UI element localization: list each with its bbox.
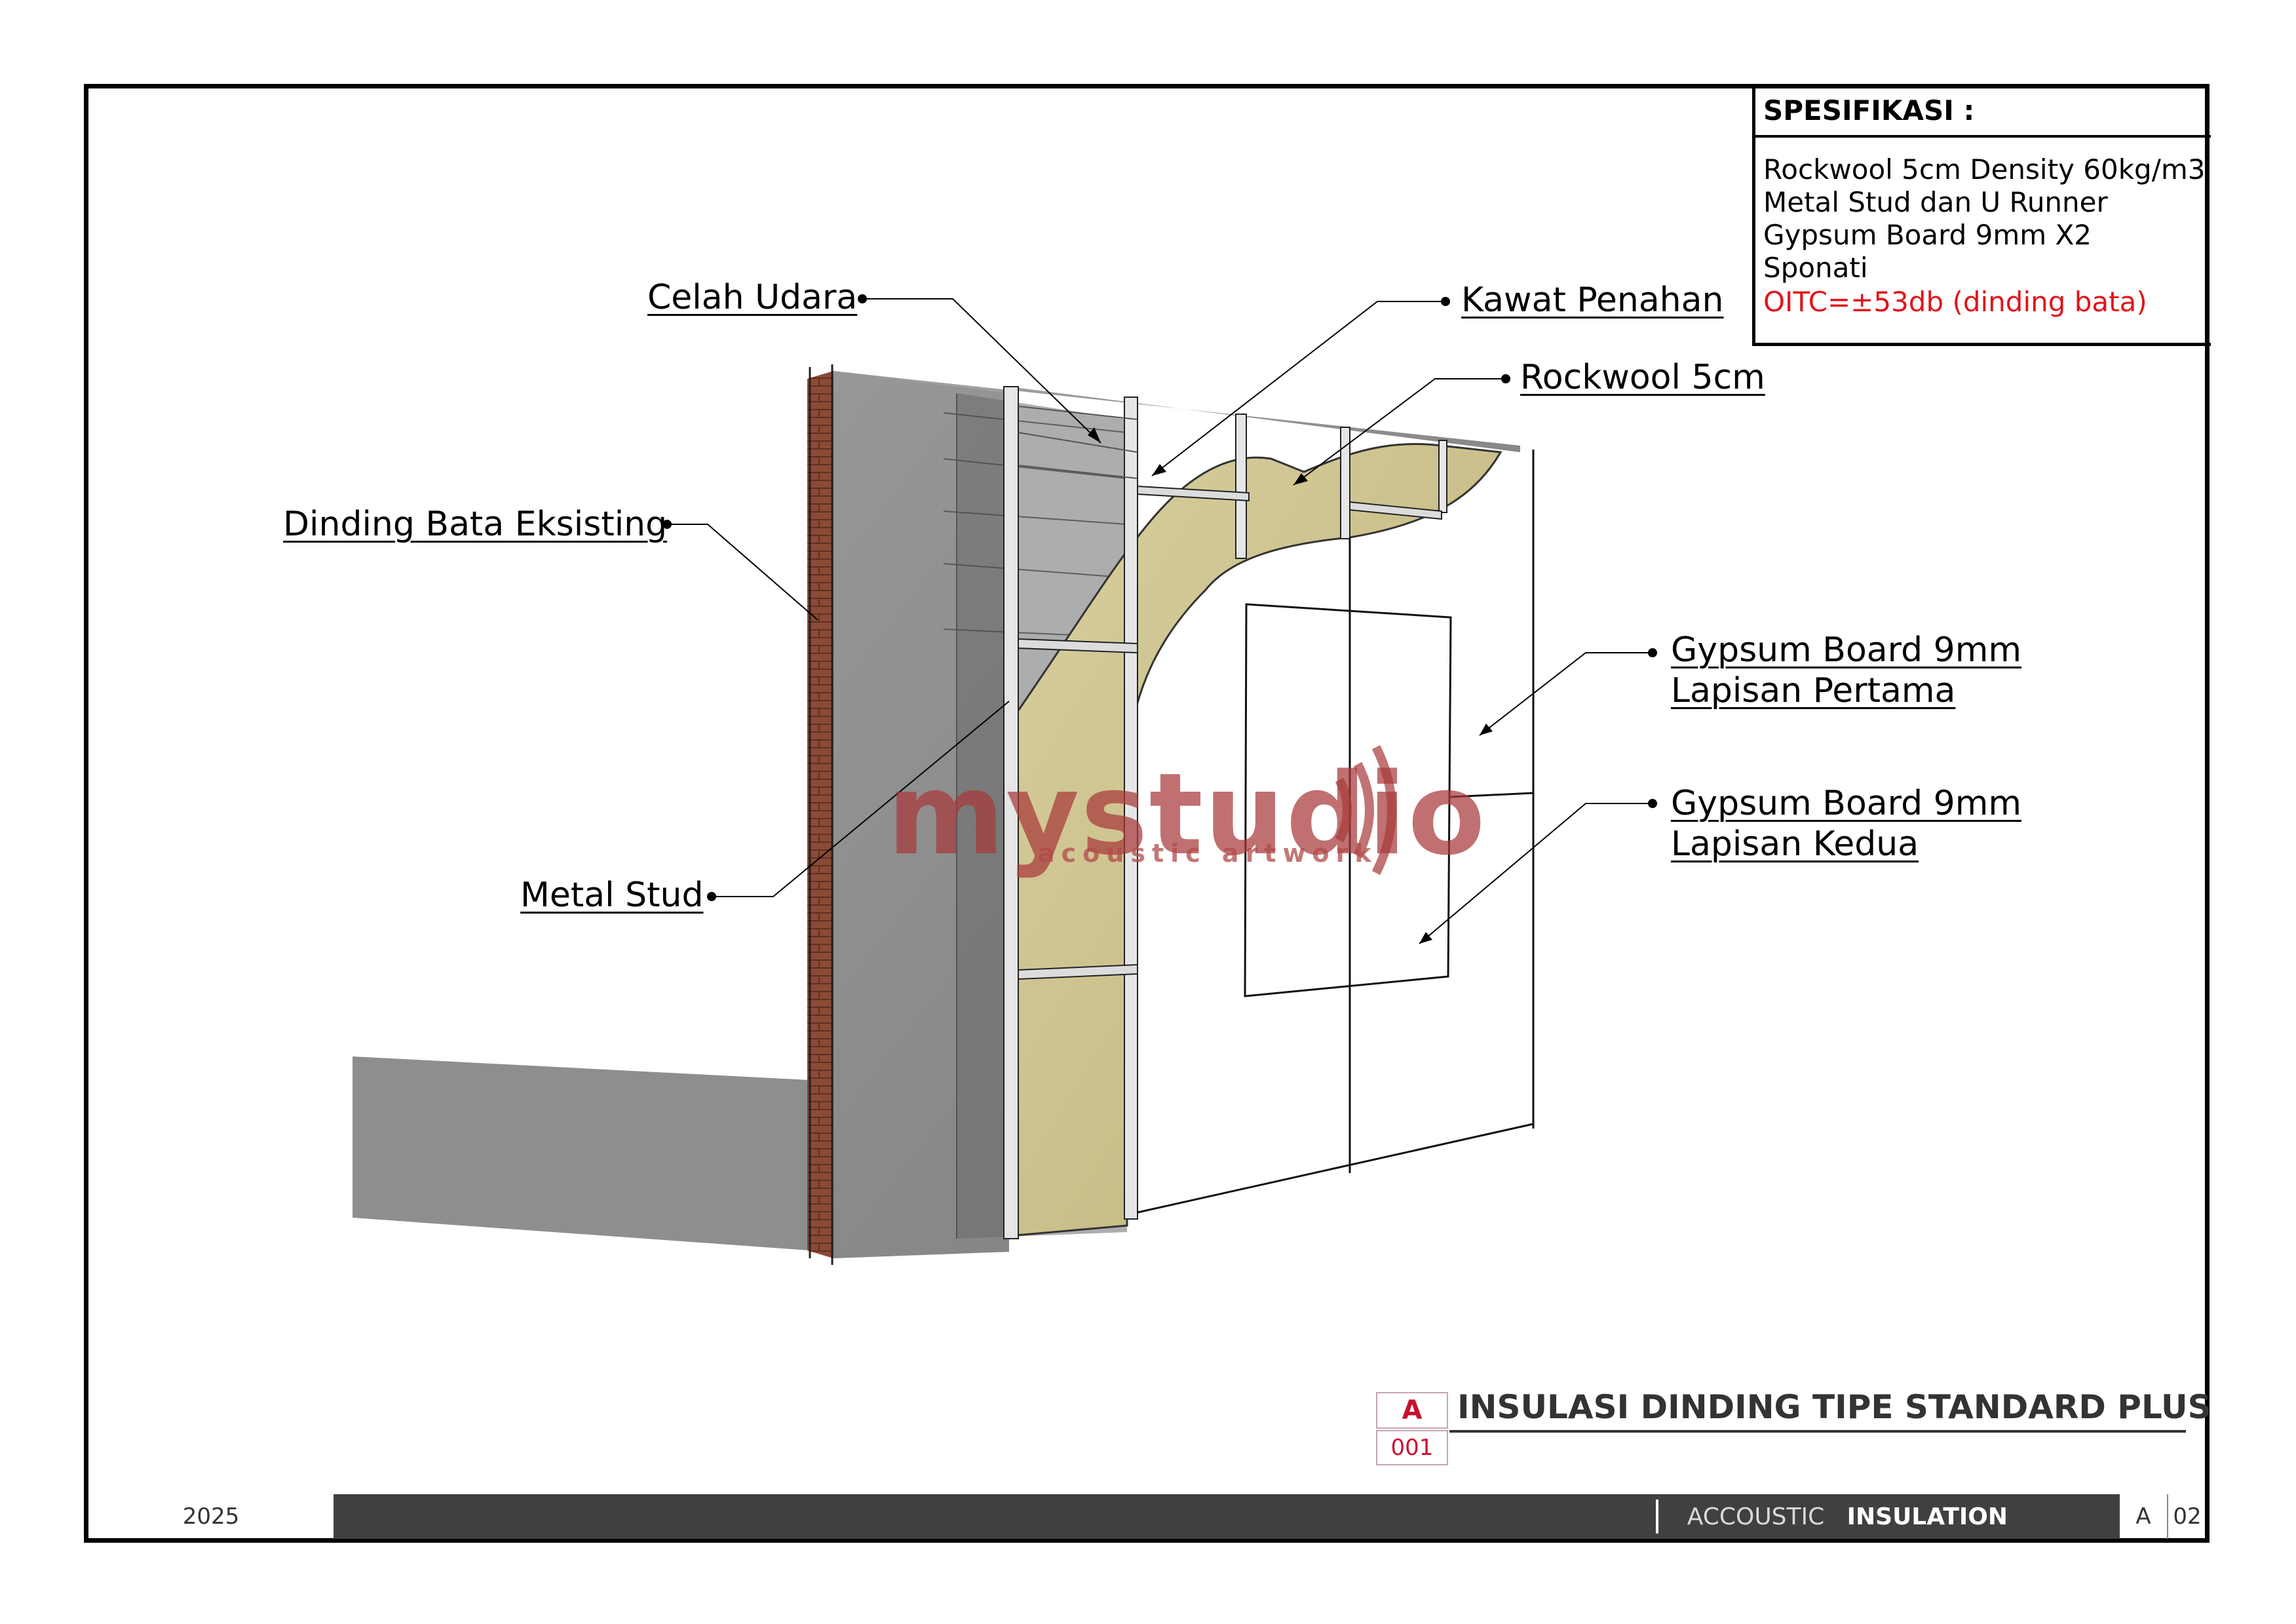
footer-separator: [1656, 1499, 1658, 1534]
specification-title: SPESIFIKASI :: [1763, 94, 1975, 126]
footer-sheet-number: 02: [2173, 1503, 2202, 1530]
specification-header: SPESIFIKASI :: [1755, 85, 2211, 138]
label-gypsum-second-1: Gypsum Board 9mm: [1671, 784, 2022, 823]
section-letter-cell: A: [1376, 1392, 1448, 1429]
drawing-number-cell: 001: [1376, 1430, 1448, 1465]
brick-wall: [807, 371, 833, 1258]
footer-category-text: ACCOUSTIC: [1687, 1503, 1825, 1530]
label-gypsum-first-1: Gypsum Board 9mm: [1671, 630, 2022, 670]
section-letter: A: [1402, 1395, 1423, 1425]
watermark-tagline: acoustic artwork: [1038, 839, 1378, 868]
drawing-title: INSULASI DINDING TIPE STANDARD PLUS: [1457, 1388, 2211, 1426]
drawing-frame: [84, 84, 2210, 1543]
footer-bar: [334, 1494, 2120, 1539]
spec-line-rating: OITC=±53db (dinding bata): [1763, 286, 2147, 318]
footer-year: 2025: [182, 1503, 240, 1530]
label-brick-wall: Dinding Bata Eksisting: [283, 505, 668, 544]
spec-line-rockwool: Rockwool 5cm Density 60kg/m3: [1763, 153, 2206, 185]
label-gypsum-first-2: Lapisan Pertama: [1671, 671, 1956, 710]
footer-subcategory: INSULATION: [1846, 1503, 2008, 1530]
spec-line-stud: Metal Stud dan U Runner: [1763, 186, 2108, 218]
drawing-number: 001: [1390, 1435, 1434, 1461]
footer-category: ACCOUSTIC INSULATION: [1687, 1503, 2008, 1530]
title-underline: [1449, 1430, 2186, 1433]
specification-box: SPESIFIKASI : Rockwool 5cm Density 60kg/…: [1752, 85, 2211, 346]
ground-shadow: [353, 1056, 810, 1250]
spec-line-gypsum: Gypsum Board 9mm X2: [1763, 219, 2092, 251]
spec-line-finish: Sponati: [1763, 252, 1868, 284]
label-metal-stud: Metal Stud: [520, 876, 704, 915]
label-gypsum-second-2: Lapisan Kedua: [1671, 824, 1919, 864]
watermark-brand: mystudio: [887, 748, 1487, 880]
footer-sheet-letter: A: [2120, 1494, 2168, 1539]
label-rockwool: Rockwool 5cm: [1520, 358, 1765, 397]
label-air-gap: Celah Udara: [647, 278, 858, 317]
label-retaining-wire: Kawat Penahan: [1461, 280, 1724, 320]
